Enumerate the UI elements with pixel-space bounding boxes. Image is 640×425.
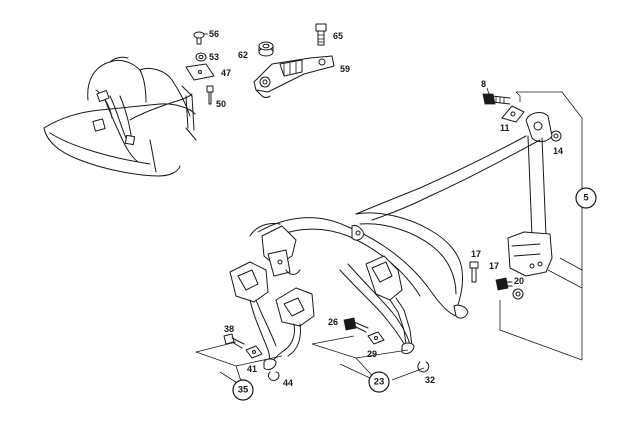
part-38-bolt <box>223 333 245 349</box>
buckle-tongue-23 <box>365 255 415 355</box>
part-44-clip <box>267 371 280 381</box>
part-59-upper-anchor-bracket <box>253 55 335 98</box>
label-29: 29 <box>367 349 377 359</box>
label-26: 26 <box>328 317 338 327</box>
callout-circle-5: 5 <box>575 187 597 209</box>
label-17-a: 17 <box>471 249 481 259</box>
label-14: 14 <box>553 146 563 156</box>
part-65-bolt <box>315 23 327 46</box>
part-26-bolt <box>343 317 369 333</box>
label-23: 23 <box>374 377 385 388</box>
part-32-clip <box>417 361 430 373</box>
rear-seat-illustration <box>43 56 197 177</box>
lap-belt-assembly <box>249 212 469 345</box>
part-41-plate <box>245 345 263 359</box>
label-62: 62 <box>238 50 248 60</box>
label-8: 8 <box>481 79 486 89</box>
retractor-belt <box>355 135 547 237</box>
shoulder-belt-guide <box>525 112 553 143</box>
label-53: 53 <box>209 52 219 62</box>
label-32: 32 <box>425 375 435 385</box>
part-11-spacer <box>501 105 525 123</box>
label-20: 20 <box>514 276 524 286</box>
label-50: 50 <box>216 99 226 109</box>
callout-circle-23: 23 <box>368 371 390 393</box>
part-20-washer <box>512 288 524 300</box>
label-41: 41 <box>247 364 257 374</box>
label-56: 56 <box>209 29 219 39</box>
retractor-unit <box>507 231 553 277</box>
label-38: 38 <box>224 324 234 334</box>
label-35: 35 <box>238 385 249 396</box>
part-29-plate <box>367 331 385 345</box>
part-56-screw <box>193 31 205 45</box>
buckle-pair-35 <box>229 261 315 371</box>
label-47: 47 <box>221 68 231 78</box>
part-50-bolt <box>206 85 214 105</box>
part-8-bolt <box>482 93 511 105</box>
label-11: 11 <box>500 123 510 133</box>
part-62-grommet <box>258 41 274 57</box>
label-17-b: 17 <box>489 261 499 271</box>
part-17-bolt-lower <box>495 277 513 291</box>
retractor-frame-lines <box>499 91 583 361</box>
part-47-plate <box>185 63 215 81</box>
part-17-bolt-upper <box>469 261 479 283</box>
label-5: 5 <box>583 193 589 204</box>
label-59: 59 <box>340 64 350 74</box>
part-53-nut <box>195 52 207 62</box>
label-65: 65 <box>333 31 343 41</box>
callout-circle-35: 35 <box>232 379 254 401</box>
label-44: 44 <box>283 378 293 388</box>
